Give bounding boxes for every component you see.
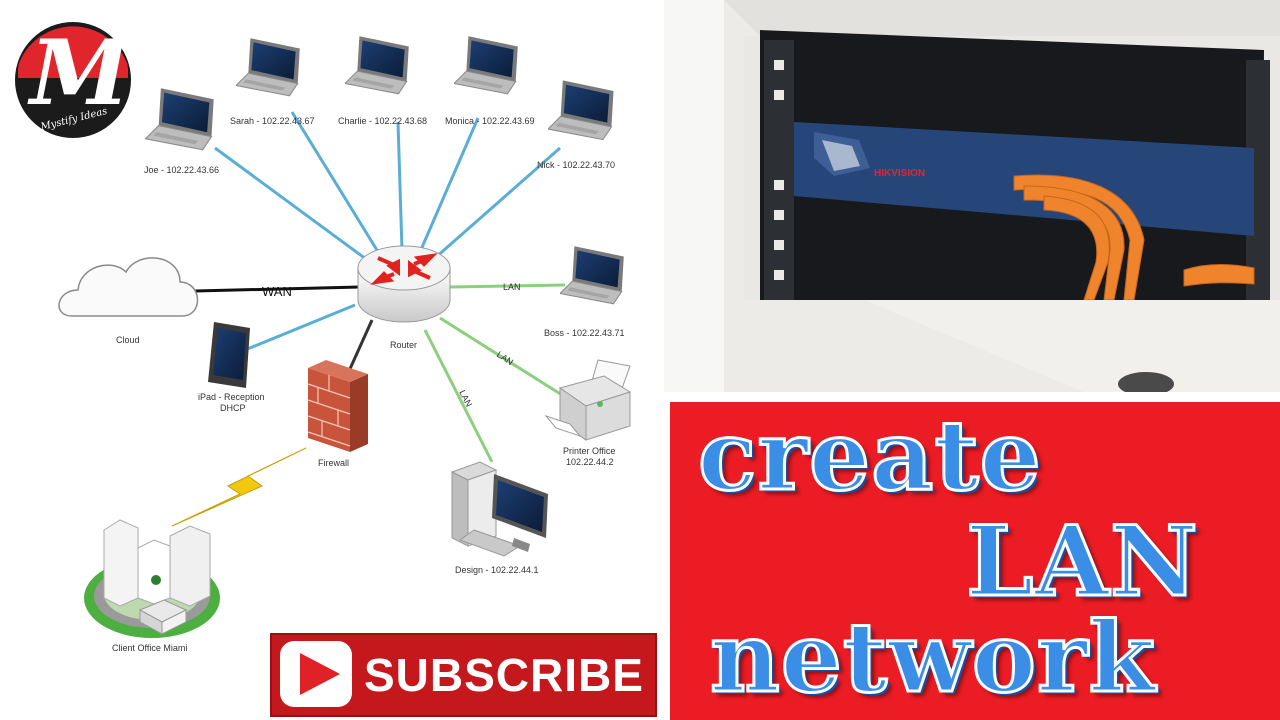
- label-boss: Boss - 102.22.43.71: [544, 328, 625, 338]
- laptop-joe-icon: [145, 87, 215, 151]
- label-lan-boss: LAN: [503, 282, 521, 292]
- laptop-boss-icon: [560, 245, 625, 305]
- links: [194, 111, 566, 463]
- network-diagram: Joe - 102.22.43.66 Sarah - 102.22.43.67 …: [58, 35, 632, 653]
- firewall-icon: [307, 360, 368, 452]
- laptop-charlie-icon: [345, 35, 410, 95]
- label-wan: WAN: [262, 284, 292, 299]
- link-wan: [194, 285, 361, 293]
- title-line-2: LAN: [965, 505, 1200, 618]
- lightning-icon: [171, 447, 307, 527]
- label-client: Client Office Miami: [112, 643, 187, 653]
- router-icon: [357, 245, 451, 323]
- link-charlie: [396, 121, 404, 251]
- laptop-sarah-icon: [236, 37, 301, 97]
- printer-icon: [544, 359, 632, 441]
- label-printer-2: 102.22.44.2: [566, 457, 614, 467]
- subscribe-button[interactable]: SUBSCRIBE: [270, 633, 657, 717]
- diagram-labels: Joe - 102.22.43.66 Sarah - 102.22.43.67 …: [112, 116, 625, 653]
- logo-letter: M: [30, 20, 130, 126]
- subscribe-label: SUBSCRIBE: [364, 649, 644, 701]
- label-design: Design - 102.22.44.1: [455, 565, 539, 575]
- brand-logo: M Mystify Ideas: [12, 20, 134, 140]
- link-monica: [418, 117, 480, 253]
- laptop-monica-icon: [454, 35, 519, 95]
- link-joe: [214, 146, 371, 264]
- rack-photo: HIKVISION: [664, 0, 1280, 392]
- rack-brand: HIKVISION: [874, 168, 925, 179]
- city-icon: [84, 519, 220, 638]
- desktop-icon: [450, 461, 548, 557]
- link-nick: [434, 146, 561, 260]
- label-ipad-2: DHCP: [220, 403, 246, 413]
- label-joe: Joe - 102.22.43.66: [144, 165, 219, 175]
- play-icon: [280, 641, 352, 707]
- link-ipad: [244, 303, 356, 352]
- link-boss: [449, 283, 566, 289]
- label-firewall: Firewall: [318, 458, 349, 468]
- label-nick: Nick - 102.22.43.70: [537, 160, 615, 170]
- link-design: [423, 329, 494, 463]
- laptop-nick-icon: [548, 79, 615, 141]
- ipad-icon: [208, 322, 250, 388]
- label-monica: Monica - 102.22.43.69: [445, 116, 535, 126]
- title-line-3: network: [709, 601, 1157, 714]
- title-panel: create LAN network: [670, 402, 1280, 720]
- label-charlie: Charlie - 102.22.43.68: [338, 116, 427, 126]
- title-line-1: create: [697, 399, 1043, 512]
- link-sarah: [290, 111, 382, 256]
- label-printer-1: Printer Office: [563, 446, 615, 456]
- cloud-icon: [58, 257, 199, 317]
- label-ipad-1: iPad - Reception: [198, 392, 265, 402]
- label-sarah: Sarah - 102.22.43.67: [230, 116, 315, 126]
- link-printer: [439, 316, 563, 397]
- label-cloud: Cloud: [116, 335, 140, 345]
- label-router: Router: [390, 340, 417, 350]
